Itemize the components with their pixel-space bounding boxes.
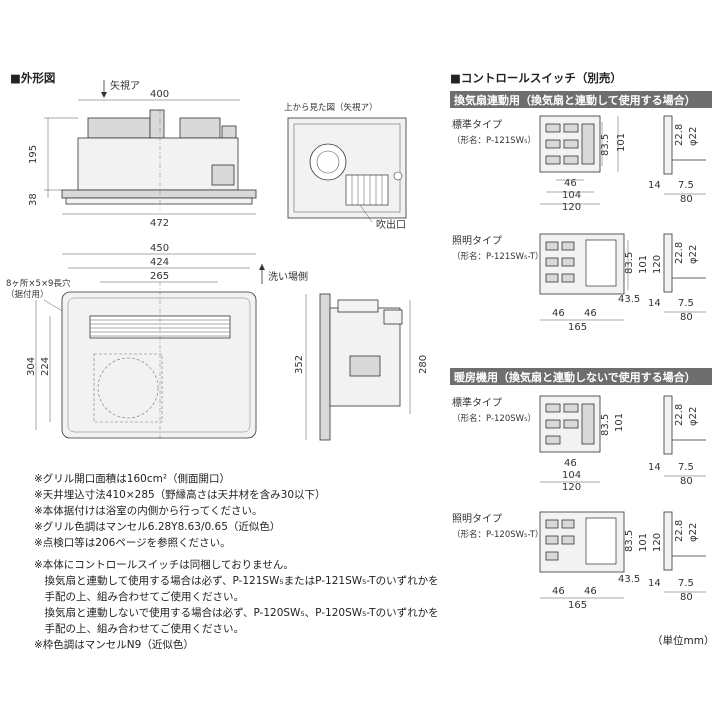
dim-120: 120 [652, 255, 663, 274]
dim-83-5: 83.5 [624, 530, 635, 552]
note-line: 換気扇と連動しないで使用する場合は必ず、P-120SW₅、P-120SW₅-Tの… [34, 606, 439, 619]
dim-101: 101 [638, 255, 649, 274]
dim-120: 120 [652, 533, 663, 552]
dim-43-5: 43.5 [618, 574, 640, 585]
dim-22-8: 22.8 [674, 520, 685, 542]
note-line: ※本体にコントロールスイッチは同梱しておりません。 [34, 558, 294, 571]
switch-type-name: 標準タイプ [452, 118, 502, 131]
mount-holes-sub: （据付用） [6, 289, 49, 300]
dim-104: 104 [562, 470, 581, 481]
dim-83-5: 83.5 [600, 414, 611, 436]
switch-type-name: 照明タイプ [452, 513, 502, 525]
dim-22-8: 22.8 [674, 404, 685, 426]
dim-304: 304 [26, 357, 37, 376]
dim-80: 80 [680, 476, 693, 487]
switch-block-2: 照明タイプ （形名：P-121SW₅-T） 83.5 101 120 43.5 … [452, 233, 706, 333]
wash-side-label: 洗い場側 [268, 270, 308, 283]
group2-bar-text: 暖房機用（換気扇と連動しないで使用する場合） [454, 370, 696, 384]
switch-title: ■コントロールスイッチ（別売） [450, 71, 622, 85]
front-view: 矢視ア 400 195 38 472 [28, 79, 257, 229]
notes: ※グリル開口面積は160cm²（側面開口） ※天井埋込寸法410×285（野縁高… [34, 472, 439, 651]
dim-424: 424 [150, 257, 169, 268]
note-line: ※枠色調はマンセルN9（近似色） [34, 638, 194, 651]
dim-phi22: φ22 [688, 407, 699, 426]
group1-bar-text: 換気扇連動用（換気扇と連動して使用する場合） [454, 93, 696, 107]
dim-352: 352 [294, 355, 305, 374]
group2-bar [450, 368, 712, 385]
dim-472: 472 [150, 218, 169, 229]
switch-type-model: （形名：P-120SW₅） [452, 413, 536, 424]
dim-195: 195 [28, 145, 39, 164]
dim-43-5: 43.5 [618, 294, 640, 305]
dim-120: 120 [562, 482, 581, 493]
dim-7-5: 7.5 [678, 462, 694, 473]
dim-46-b: 46 [584, 308, 597, 319]
dim-80: 80 [680, 194, 693, 205]
top-view: 上から見た図（矢視ア） 吹出口 [284, 102, 407, 231]
dim-400: 400 [150, 89, 169, 100]
note-line: ※グリル色調はマンセル6.28Y8.63/0.65（近似色） [34, 520, 280, 533]
dim-165: 165 [568, 600, 587, 611]
switch-block-1: 標準タイプ （形名：P-121SW₅） 83.5 101 46 104 120 … [452, 115, 706, 213]
dim-120: 120 [562, 202, 581, 213]
blow-out-label: 吹出口 [376, 218, 406, 231]
grille-view: 450 424 265 8ヶ所×5×9長穴 （据付用） 304 224 [6, 243, 257, 440]
note-line: ※天井埋込寸法410×285（野縁高さは天井材を含み30以下） [34, 488, 326, 501]
note-line: 換気扇と連動して使用する場合は必ず、P-121SW₅またはP-121SW₅-Tの… [34, 574, 439, 587]
dim-22-8: 22.8 [674, 124, 685, 146]
note-line: ※グリル開口面積は160cm²（側面開口） [34, 472, 230, 485]
switch-block-3: 標準タイプ （形名：P-120SW₅） 83.5 101 46 104 120 … [452, 395, 706, 493]
switch-type-name: 標準タイプ [452, 396, 502, 409]
dim-80: 80 [680, 592, 693, 603]
dim-280: 280 [418, 355, 429, 374]
dim-101: 101 [638, 533, 649, 552]
dim-14: 14 [648, 462, 661, 473]
dim-104: 104 [562, 190, 581, 201]
note-line: ※点検口等は206ページを参照ください。 [34, 536, 231, 549]
dim-101: 101 [614, 413, 625, 432]
dim-phi22: φ22 [688, 245, 699, 264]
dim-phi22: φ22 [688, 523, 699, 542]
note-line: ※本体据付けは浴室の内側から行ってください。 [34, 504, 262, 517]
dim-83-5: 83.5 [600, 134, 611, 156]
dim-46: 46 [564, 458, 577, 469]
dim-165: 165 [568, 322, 587, 333]
switch-type-model: （形名：P-121SW₅-T） [452, 251, 543, 262]
dim-83-5: 83.5 [624, 252, 635, 274]
dim-7-5: 7.5 [678, 180, 694, 191]
dim-phi22: φ22 [688, 127, 699, 146]
dim-224: 224 [40, 357, 51, 376]
note-line: 手配の上、組み合わせてご使用ください。 [34, 590, 244, 603]
outline-title: ■外形図 [10, 71, 55, 85]
dim-265: 265 [150, 271, 169, 282]
dim-46-b: 46 [584, 586, 597, 597]
switch-block-4: 照明タイプ （形名：P-120SW₅-T） 83.5 101 120 43.5 … [452, 511, 706, 611]
note-line: 手配の上、組み合わせてご使用ください。 [34, 622, 244, 635]
dim-14: 14 [648, 298, 661, 309]
top-view-label: 上から見た図（矢視ア） [284, 102, 378, 113]
dim-46: 46 [552, 586, 565, 597]
switch-type-name: 照明タイプ [452, 235, 502, 247]
dim-80: 80 [680, 312, 693, 323]
side-view: 洗い場側 352 280 [259, 264, 429, 441]
dim-46: 46 [564, 178, 577, 189]
dim-450: 450 [150, 243, 169, 254]
group1-bar [450, 91, 712, 108]
dim-14: 14 [648, 180, 661, 191]
arrow-view-label: 矢視ア [110, 79, 140, 92]
dim-14: 14 [648, 578, 661, 589]
switch-type-model: （形名：P-121SW₅） [452, 135, 536, 146]
dim-101: 101 [616, 133, 627, 152]
dim-22-8: 22.8 [674, 242, 685, 264]
dim-46: 46 [552, 308, 565, 319]
unit-label: （単位mm） [652, 634, 714, 647]
mount-holes-label: 8ヶ所×5×9長穴 [6, 278, 71, 289]
dim-7-5: 7.5 [678, 578, 694, 589]
switch-type-model: （形名：P-120SW₅-T） [452, 529, 543, 540]
dim-38: 38 [28, 193, 39, 206]
dim-7-5: 7.5 [678, 298, 694, 309]
